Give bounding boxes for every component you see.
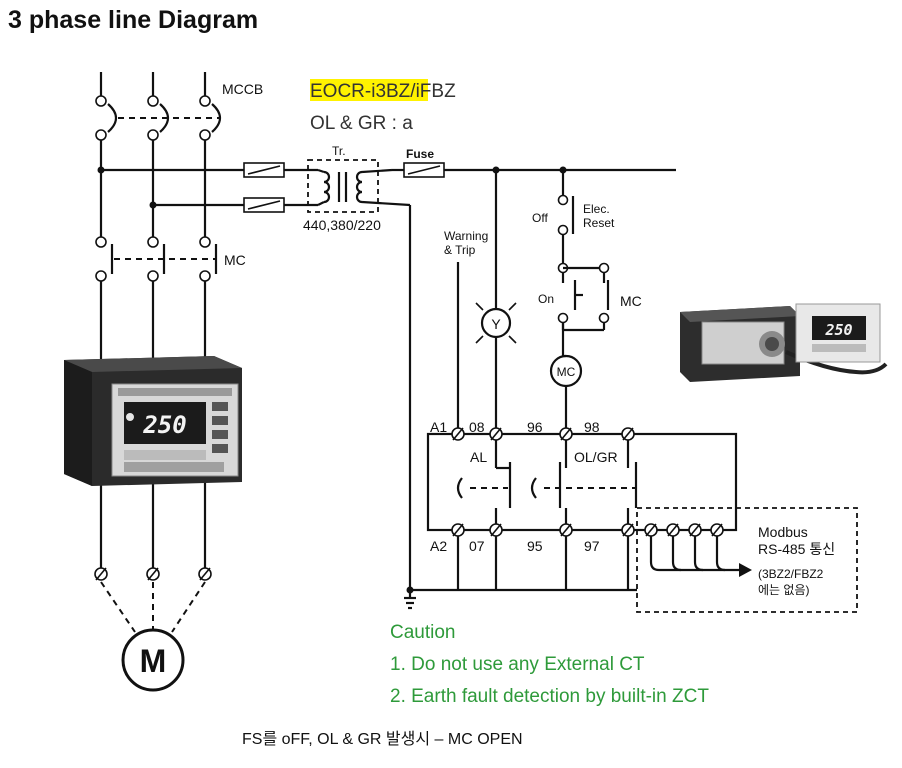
lamp-label: Y	[491, 316, 501, 332]
page-title: 3 phase line Diagram	[8, 6, 258, 34]
product-photo: 250	[680, 303, 888, 382]
coil-branch	[549, 170, 610, 428]
caution-item-1: 1. Do not use any External CT	[390, 654, 645, 675]
caution-heading: Caution	[390, 622, 456, 643]
transformer-label: Tr.	[332, 144, 346, 158]
relay-terminal-block	[426, 427, 738, 590]
model-suffix-text: /iFBZ	[410, 81, 456, 102]
footer-note: FS를 oFF, OL & GR 발생시 – MC OPEN	[242, 730, 523, 748]
al-label: AL	[470, 449, 487, 465]
mc-aux-label: MC	[620, 293, 642, 309]
model-highlight-text: EOCR-i3BZ	[310, 81, 411, 102]
transformer-voltage: 440,380/220	[303, 217, 381, 233]
model-name: EOCR-i3BZ/iFBZ	[310, 81, 456, 102]
terminal-96: 96	[527, 419, 543, 435]
mc-main-label: MC	[224, 252, 246, 268]
motor-symbol	[121, 628, 185, 692]
on-label: On	[538, 292, 554, 306]
terminal-98: 98	[584, 419, 600, 435]
warning-trip-label-1: Warning	[444, 229, 488, 243]
modbus-label-1: Modbus	[758, 524, 808, 540]
coil-label: MC	[557, 365, 576, 379]
mccb-label: MCCB	[222, 81, 263, 97]
modbus-note-1: (3BZ2/FBZ2	[758, 567, 824, 581]
modbus-note-2: 에는 없음)	[758, 583, 810, 597]
motor-label: M	[140, 643, 167, 679]
fuse-label: Fuse	[406, 147, 434, 161]
terminal-a2: A2	[430, 538, 447, 554]
photo-display-readout: 250	[824, 321, 852, 339]
device-display-readout: 250	[142, 411, 186, 439]
setting-label: OL & GR : a	[310, 113, 413, 134]
terminal-95: 95	[527, 538, 543, 554]
modbus-label-2: RS-485 통신	[758, 541, 835, 557]
off-label: Off	[532, 211, 548, 225]
model-highlight	[310, 79, 428, 101]
warning-lamp-branch	[456, 170, 517, 428]
modbus-block	[636, 507, 858, 613]
terminal-08: 08	[469, 419, 485, 435]
elec-reset-label-1: Elec.	[583, 202, 610, 216]
warning-trip-label-2: & Trip	[444, 243, 476, 257]
terminal-97: 97	[584, 538, 600, 554]
ol-gr-label: OL/GR	[574, 449, 618, 465]
terminal-07: 07	[469, 538, 485, 554]
eocr-device-image: 250	[64, 356, 242, 486]
control-supply-wires	[101, 159, 676, 610]
terminal-a1: A1	[430, 419, 447, 435]
mains-wires	[94, 72, 222, 633]
elec-reset-label-2: Reset	[583, 216, 615, 230]
caution-item-2: 2. Earth fault detection by built-in ZCT	[390, 686, 709, 707]
